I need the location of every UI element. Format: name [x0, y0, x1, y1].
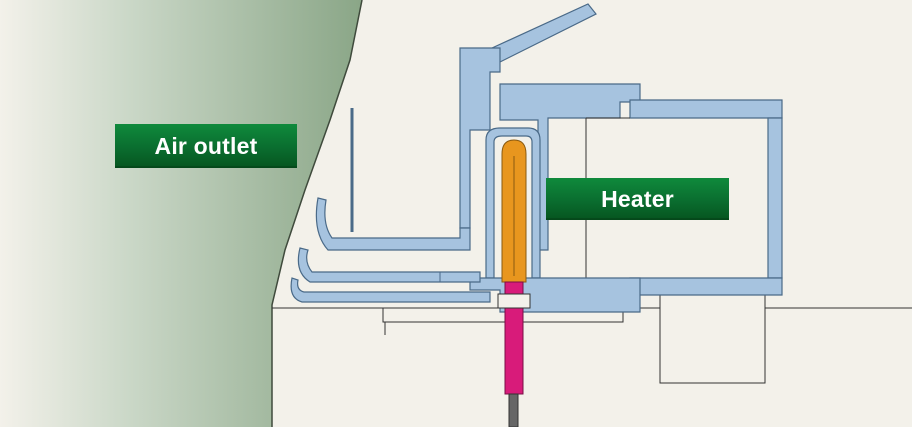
diagonal-arm [491, 3, 597, 63]
air-outlet-wall-edge [271, 0, 363, 427]
housing-top-cap [499, 83, 641, 251]
lead-wire [508, 393, 519, 427]
air-outlet-wall [0, 0, 362, 427]
lower-box [659, 294, 766, 384]
heater-rod-collar [497, 293, 531, 309]
housing-base [469, 277, 641, 313]
air-outlet-label: Air outlet [115, 124, 297, 168]
heater-label: Heater [546, 178, 729, 220]
duct-middle [297, 247, 481, 283]
housing-frame-bottom [629, 277, 783, 296]
duct-upper [315, 197, 471, 251]
housing-frame-right [767, 117, 783, 279]
duct-lower [290, 277, 491, 303]
housing-frame-top [629, 99, 783, 119]
